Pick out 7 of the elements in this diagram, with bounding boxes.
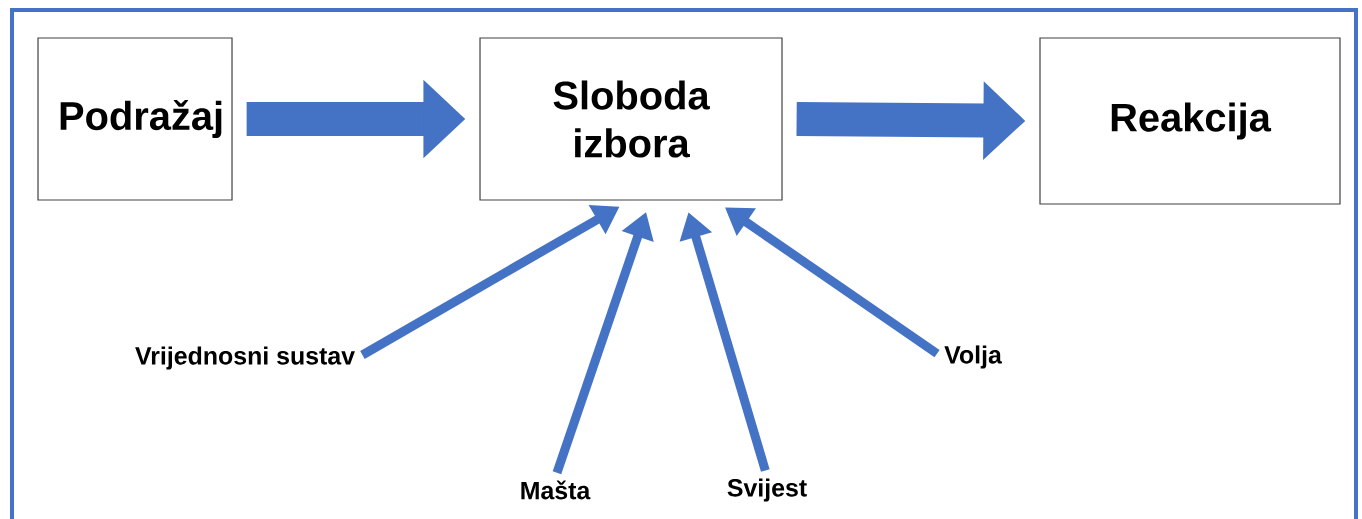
process-box: Reakcija — [1039, 37, 1341, 205]
factor-label: Volja — [944, 345, 1002, 369]
process-box: Sloboda izbora — [479, 37, 783, 201]
factor-label: Svijest — [727, 478, 807, 502]
process-box: Podražaj — [37, 37, 233, 201]
factor-label: Vrijednosni sustav — [135, 346, 355, 370]
factor-label: Mašta — [521, 480, 591, 500]
